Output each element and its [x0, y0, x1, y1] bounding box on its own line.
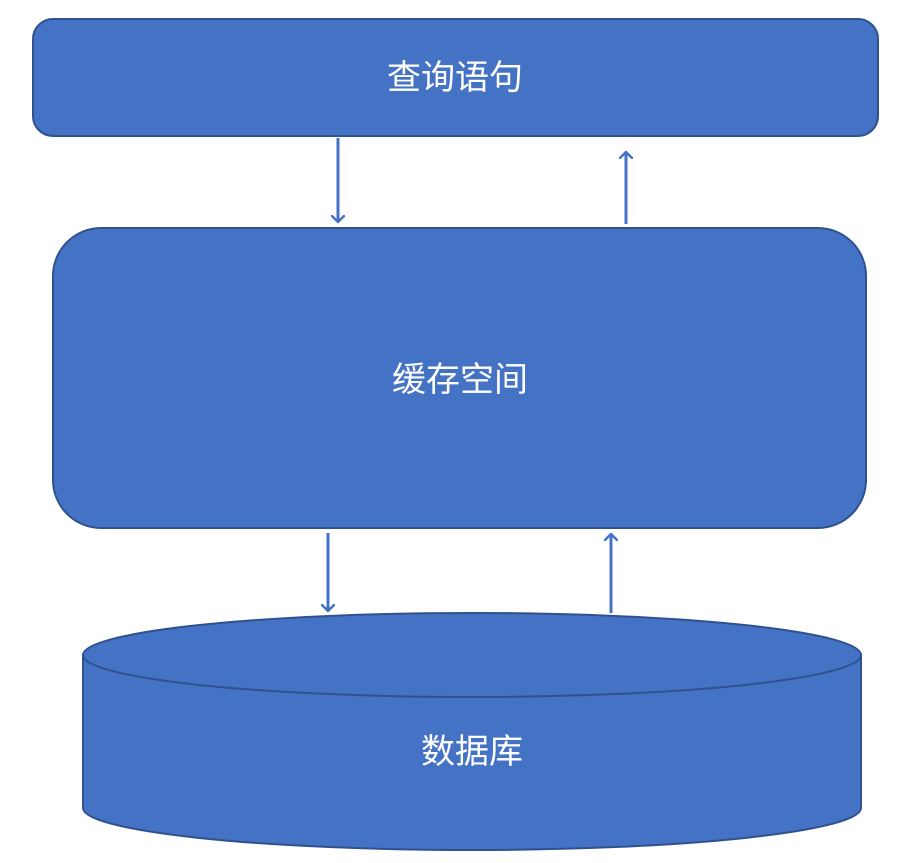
- database-cylinder: [82, 612, 862, 851]
- database-cylinder-top: [82, 612, 862, 698]
- query-box: [32, 18, 879, 137]
- cache-box: [52, 227, 867, 529]
